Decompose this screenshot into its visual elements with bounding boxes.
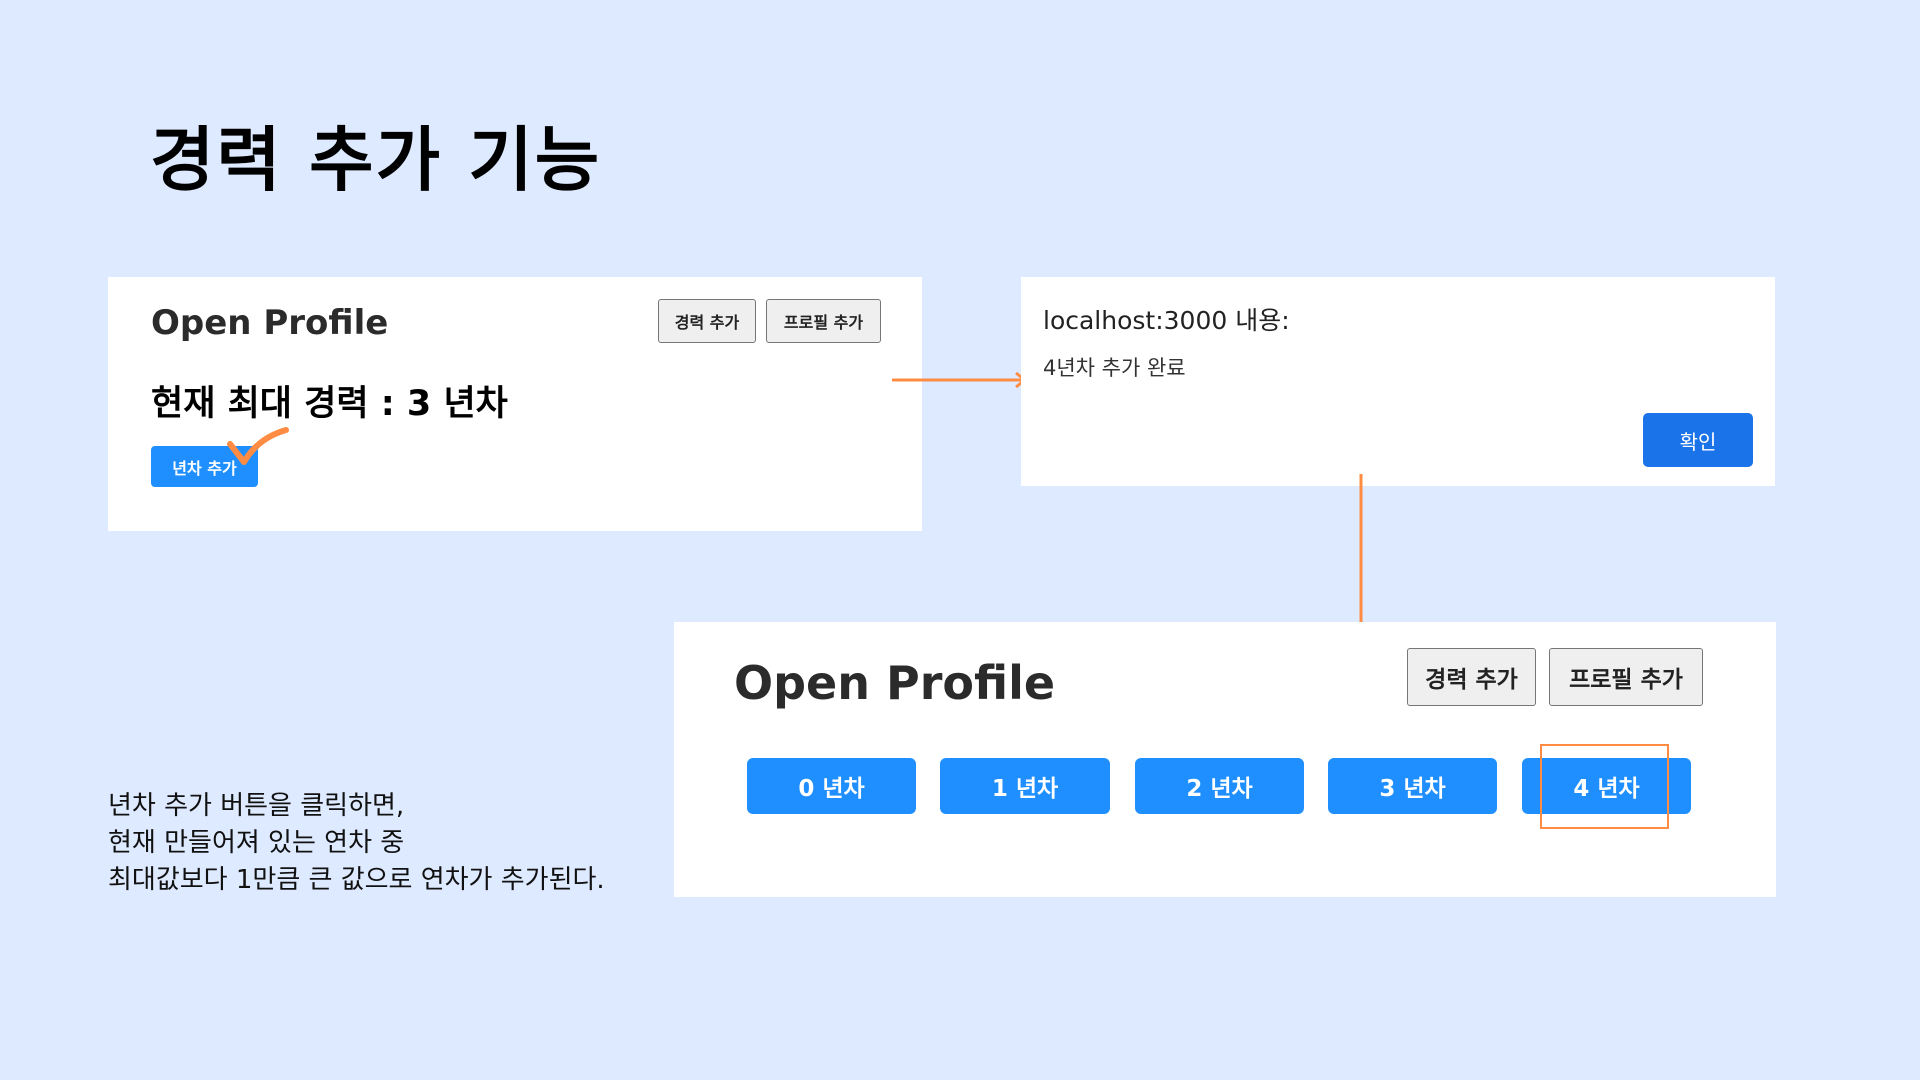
current-max-career: 현재 최대 경력 : 3 년차 (151, 384, 508, 424)
alert-message: 4년차 추가 완료 (1043, 356, 1186, 380)
alert-origin: localhost:3000 내용: (1043, 306, 1290, 335)
description-line-1: 년차 추가 버튼을 클릭하면, (108, 791, 405, 821)
arrow-right-icon (892, 371, 1027, 389)
app-title: Open Profile (734, 656, 1056, 710)
year-button-3[interactable]: 3 년차 (1328, 758, 1497, 814)
confirm-button[interactable]: 확인 (1643, 413, 1753, 467)
add-career-button[interactable]: 경력 추가 (1407, 648, 1536, 706)
year-button-1[interactable]: 1 년차 (940, 758, 1110, 814)
description-line-2: 현재 만들어져 있는 연차 중 (108, 828, 405, 858)
description-line-3: 최대값보다 1만큼 큰 값으로 연차가 추가된다. (108, 865, 605, 895)
year-button-2[interactable]: 2 년차 (1135, 758, 1304, 814)
profile-panel-after: Open Profile 경력 추가 프로필 추가 0 년차 1 년차 2 년차… (674, 622, 1776, 897)
year-button-4[interactable]: 4 년차 (1522, 758, 1691, 814)
add-profile-button[interactable]: 프로필 추가 (1549, 648, 1703, 706)
highlight-box (1540, 744, 1669, 829)
checkmark-icon (227, 427, 289, 465)
app-title: Open Profile (151, 303, 389, 343)
add-career-button[interactable]: 경력 추가 (658, 299, 756, 343)
slide-title: 경력 추가 기능 (150, 119, 602, 201)
slide-description: 년차 추가 버튼을 클릭하면, 현재 만들어져 있는 연차 중 최대값보다 1만… (108, 788, 605, 899)
alert-dialog: localhost:3000 내용: 4년차 추가 완료 확인 (1021, 277, 1775, 486)
profile-panel-before: Open Profile 경력 추가 프로필 추가 현재 최대 경력 : 3 년… (108, 277, 922, 531)
add-profile-button[interactable]: 프로필 추가 (766, 299, 881, 343)
year-button-0[interactable]: 0 년차 (747, 758, 916, 814)
